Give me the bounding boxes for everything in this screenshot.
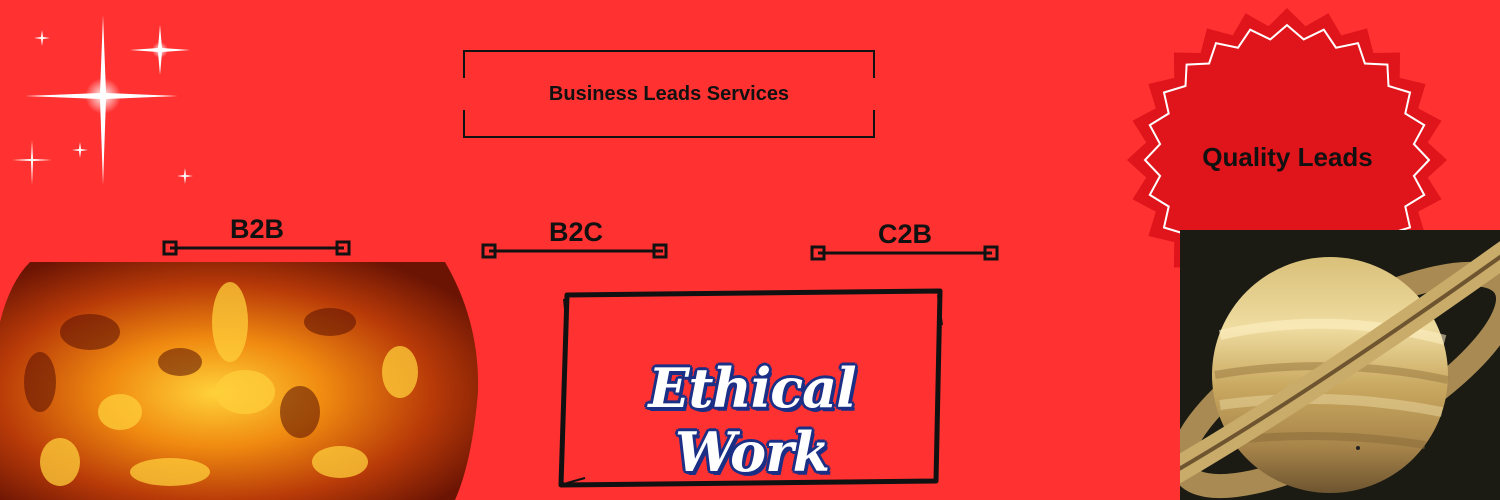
ethical-frame xyxy=(558,288,943,488)
title-border xyxy=(463,50,875,138)
category-b2b: B2B xyxy=(162,214,352,260)
category-line xyxy=(481,243,668,259)
sun-image xyxy=(0,262,479,500)
category-line xyxy=(162,240,351,256)
category-line xyxy=(810,245,999,261)
category-label: C2B xyxy=(877,219,932,249)
category-label: B2C xyxy=(548,217,603,247)
quality-leads-text: Quality Leads xyxy=(1202,142,1373,172)
title-frame: Business Leads Services xyxy=(463,50,875,138)
page-title: Business Leads Services xyxy=(548,83,790,105)
category-c2b: C2B xyxy=(810,219,1000,265)
category-b2c: B2C xyxy=(481,217,671,263)
ethical-work-text: Ethical Work xyxy=(648,356,856,484)
saturn-image xyxy=(1180,230,1500,500)
sparkle-icon xyxy=(12,15,193,185)
category-label: B2B xyxy=(229,214,284,244)
